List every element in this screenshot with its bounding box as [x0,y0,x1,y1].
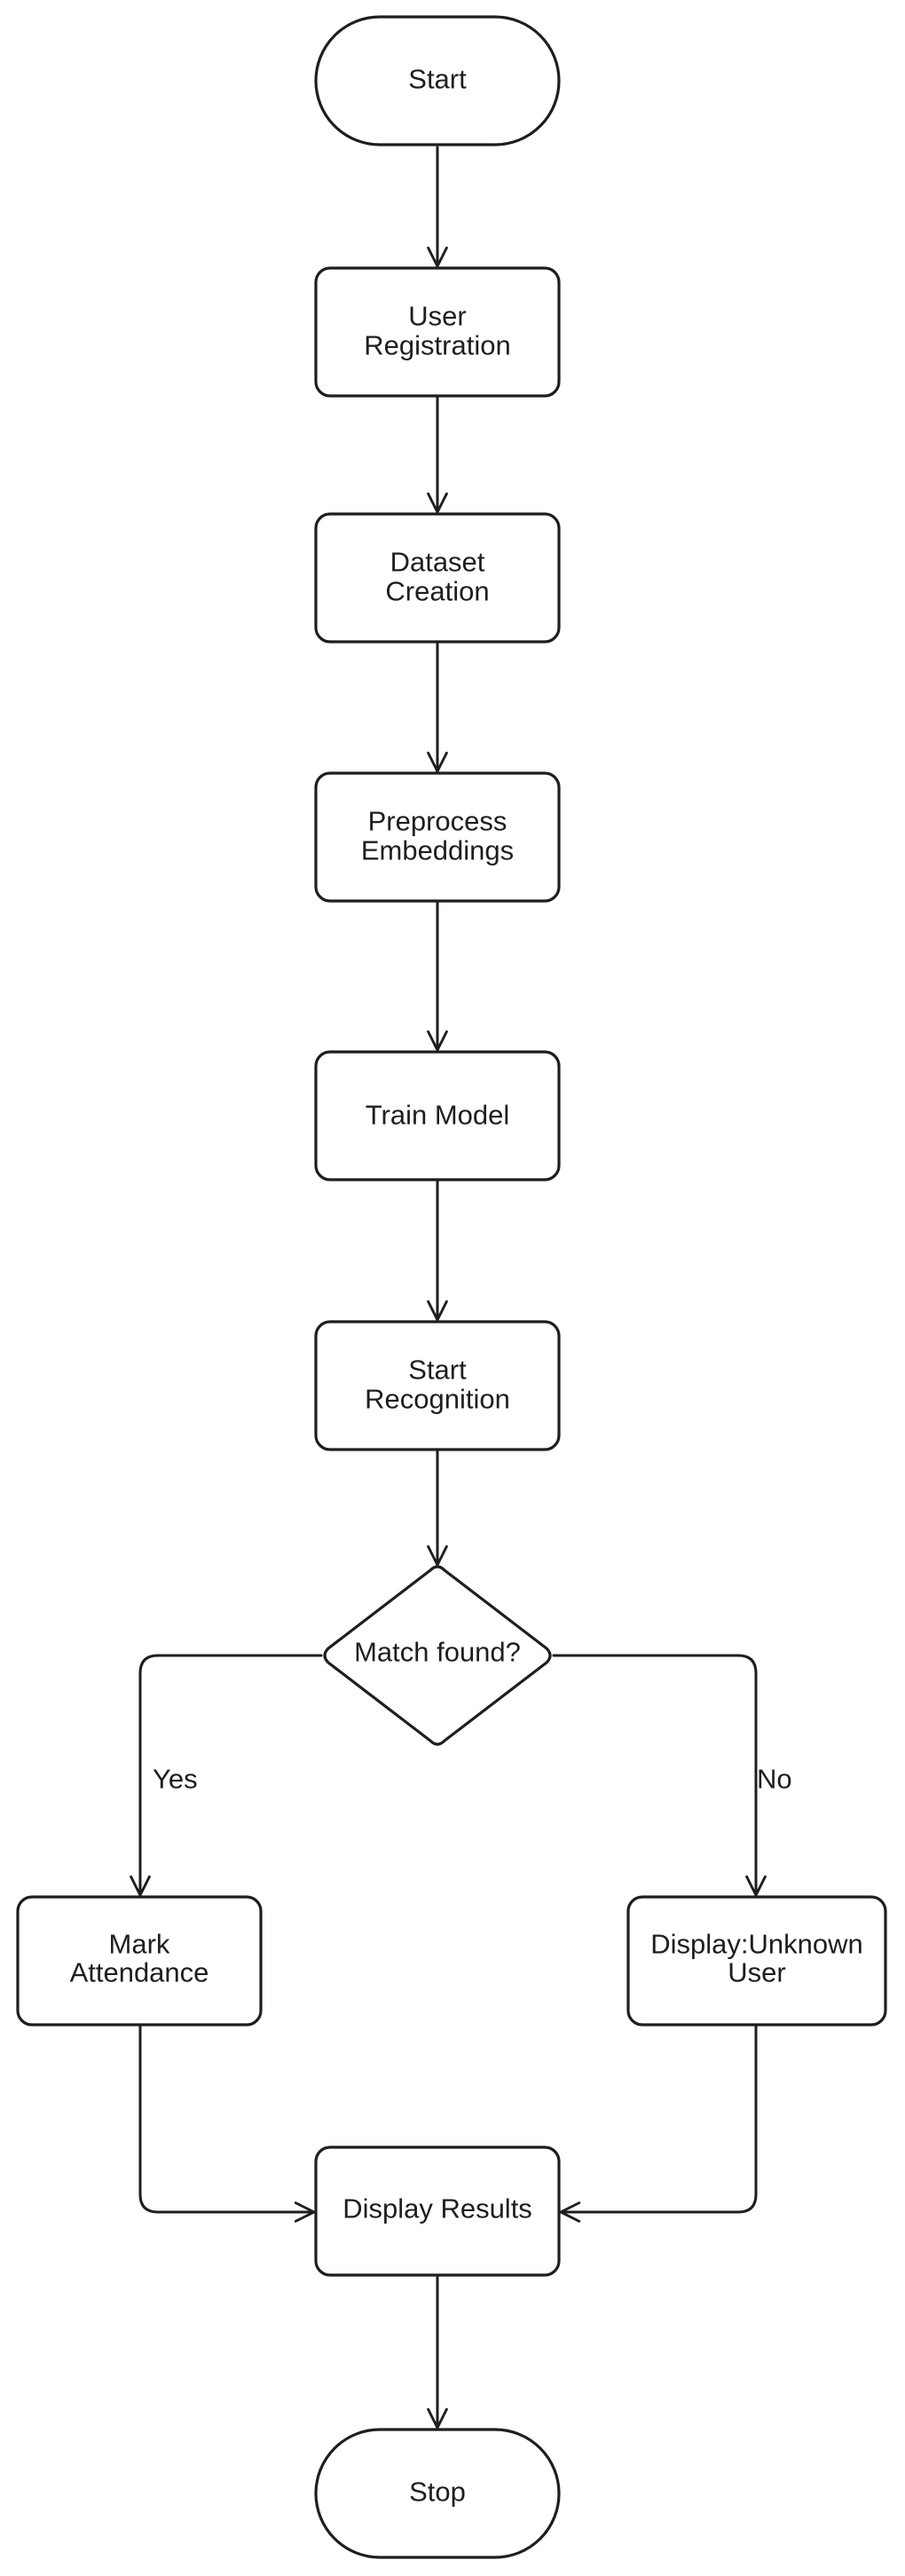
start-recognition-label-line2: Recognition [365,1384,510,1415]
dataset-creation-label-line2: Creation [385,576,489,607]
start-terminator: Start [314,15,561,146]
display-unknown-user-step: Display:Unknown User [626,1895,887,2027]
preprocess-embeddings-label-line2: Embeddings [361,835,514,866]
match-found-diamond [323,1565,552,1746]
display-unknown-user-label-line2: User [728,1957,785,1988]
mark-attendance-step: Mark Attendance [16,1895,263,2027]
mark-attendance-label: Mark [109,1929,170,1960]
match-found-label: Match found? [354,1637,521,1668]
edge-match-found-yes-to-mark-attendance [130,1654,323,1897]
edge-mark-attendance-to-display-results [138,2024,316,2223]
display-unknown-user-box [626,1895,887,2027]
dataset-creation-label: Dataset [390,547,485,578]
stop-terminator-shape [314,2428,561,2559]
edge-display-unknown-user-to-display-results [559,2024,758,2223]
mark-attendance-box [16,1895,263,2027]
display-results-label: Display Results [342,2193,532,2224]
edge-label-no: No [757,1764,792,1795]
edge-match-found-no-to-display-unknown-user [552,1654,767,1897]
preprocess-embeddings-step: Preprocess Embeddings [314,771,561,903]
user-registration-step: User Registration [314,266,561,398]
user-registration-box [314,266,561,398]
dataset-creation-box [314,512,561,644]
display-results-step: Display Results [314,2145,561,2277]
user-registration-label-line2: Registration [364,330,510,361]
train-model-label: Train Model [366,1100,510,1131]
stop-label: Stop [409,2477,466,2508]
start-recognition-label: Start [408,1355,467,1386]
preprocess-embeddings-box [314,771,561,903]
edges: Yes No [130,146,792,2430]
nodes: Start User Registration Dataset Creation… [16,15,887,2559]
edge-label-yes: Yes [153,1764,198,1795]
user-registration-label: User [408,301,466,332]
train-model-box [314,1050,561,1181]
mark-attendance-label-line2: Attendance [70,1957,209,1988]
dataset-creation-step: Dataset Creation [314,512,561,644]
display-unknown-user-label: Display:Unknown [650,1929,863,1960]
stop-terminator: Stop [314,2428,561,2559]
start-label: Start [408,64,467,95]
start-terminator-shape [314,15,561,146]
train-model-step: Train Model [314,1050,561,1181]
start-recognition-step: Start Recognition [314,1320,561,1451]
preprocess-embeddings-label: Preprocess [368,806,508,837]
match-found-decision: Match found? [323,1565,552,1746]
start-recognition-box [314,1320,561,1451]
display-results-box [314,2145,561,2277]
